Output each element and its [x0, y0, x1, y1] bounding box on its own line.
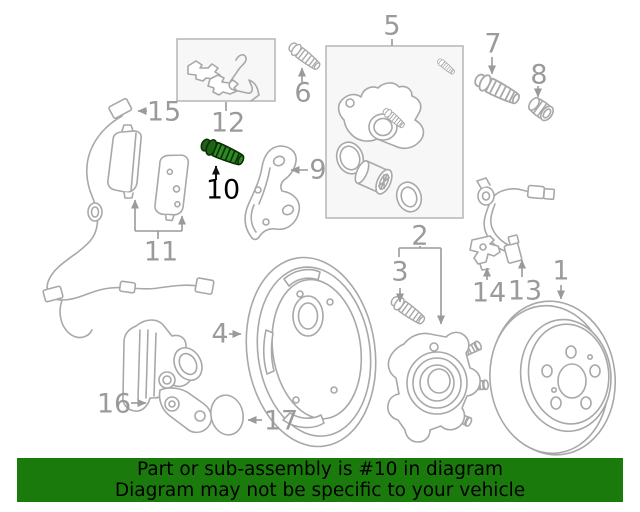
- callout-14[interactable]: 14: [471, 277, 507, 309]
- callout-3[interactable]: 3: [391, 256, 409, 288]
- splash-shield-drawing: [245, 256, 377, 448]
- callout-8[interactable]: 8: [530, 59, 548, 91]
- callout-5[interactable]: 5: [383, 10, 401, 42]
- caliper-assembly-drawing: [325, 45, 464, 219]
- hub-bearing-drawing: [387, 331, 490, 443]
- callout-7[interactable]: 7: [484, 28, 502, 60]
- callout-4[interactable]: 4: [211, 318, 229, 350]
- notice-line-1: Part or sub-assembly is #10 in diagram: [137, 459, 503, 480]
- callout-15[interactable]: 15: [146, 96, 182, 128]
- pad-hardware-kit-drawing: [176, 38, 276, 102]
- callout-1[interactable]: 1: [552, 255, 570, 287]
- callout-16[interactable]: 16: [96, 388, 132, 420]
- highlighted-caliper-bolt-drawing[interactable]: [199, 136, 246, 168]
- notice-line-2: Diagram may not be specific to your vehi…: [114, 480, 526, 501]
- callout-12[interactable]: 12: [210, 107, 246, 139]
- hose-bracket-drawing: [469, 235, 501, 271]
- brake-pads-drawing: [107, 124, 190, 222]
- brake-rotor-drawing: [489, 300, 617, 456]
- parking-brake-actuator-drawing: [122, 319, 213, 434]
- brake-hose-drawing: [476, 177, 556, 264]
- abs-sensor-wire-drawing: [42, 97, 215, 339]
- callout-lines: [131, 39, 565, 424]
- callout-9[interactable]: 9: [309, 154, 327, 186]
- bleeder-screw-drawing: [285, 39, 324, 73]
- callout-6[interactable]: 6: [294, 77, 312, 109]
- wheel-stud-drawing: [387, 292, 428, 328]
- callout-11[interactable]: 11: [143, 236, 179, 268]
- callout-13[interactable]: 13: [507, 275, 543, 307]
- o-ring-drawing: [210, 394, 244, 436]
- notice-banner: Part or sub-assembly is #10 in diagram D…: [17, 458, 623, 502]
- callout-17[interactable]: 17: [263, 405, 299, 437]
- guide-pin-drawing: [471, 70, 523, 109]
- pin-bushing-drawing: [527, 97, 554, 122]
- caliper-bracket-drawing: [244, 145, 301, 241]
- callout-10-highlighted[interactable]: 10: [205, 174, 241, 206]
- callout-2[interactable]: 2: [411, 220, 429, 252]
